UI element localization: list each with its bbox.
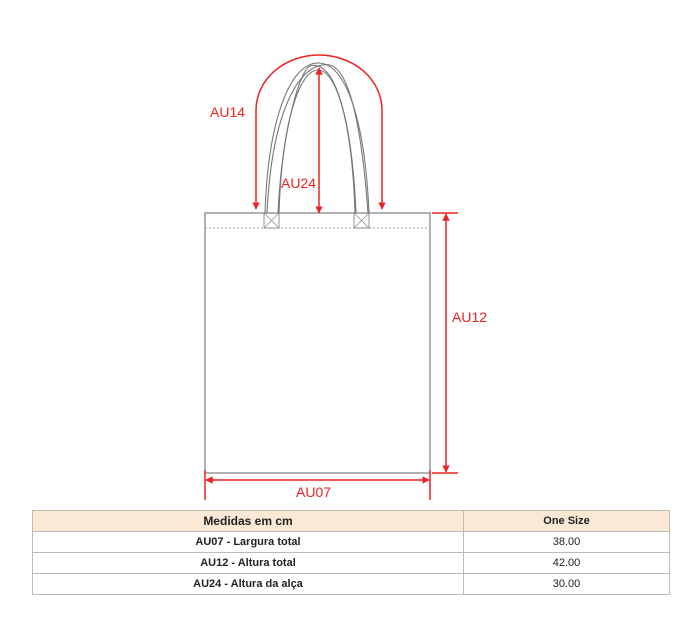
au14-arrow: [255, 54, 386, 210]
tote-bag-diagram: AU14 AU24 AU12 AU07: [204, 54, 487, 500]
bag-outline: [204, 212, 431, 474]
measurements-table: Medidas em cm One Size AU07 - Largura to…: [32, 510, 670, 595]
au07-label: AU07: [296, 484, 331, 500]
header-measures: Medidas em cm: [32, 510, 464, 532]
row-label: AU12 - Altura total: [32, 552, 464, 574]
row-value: 42.00: [463, 552, 670, 574]
row-label: AU07 - Largura total: [32, 531, 464, 553]
table-row: AU12 - Altura total 42.00: [32, 552, 670, 574]
table-row: AU24 - Altura da alça 30.00: [32, 573, 670, 595]
row-value: 38.00: [463, 531, 670, 553]
row-value: 30.00: [463, 573, 670, 595]
header-size: One Size: [463, 510, 670, 532]
measure-lines: [204, 54, 458, 500]
au24-label: AU24: [281, 175, 316, 191]
table-header: Medidas em cm One Size: [32, 510, 670, 532]
au12-label: AU12: [452, 309, 487, 325]
table-row: AU07 - Largura total 38.00: [32, 531, 670, 553]
row-label: AU24 - Altura da alça: [32, 573, 464, 595]
handles: [264, 62, 370, 214]
au14-label: AU14: [210, 104, 245, 120]
